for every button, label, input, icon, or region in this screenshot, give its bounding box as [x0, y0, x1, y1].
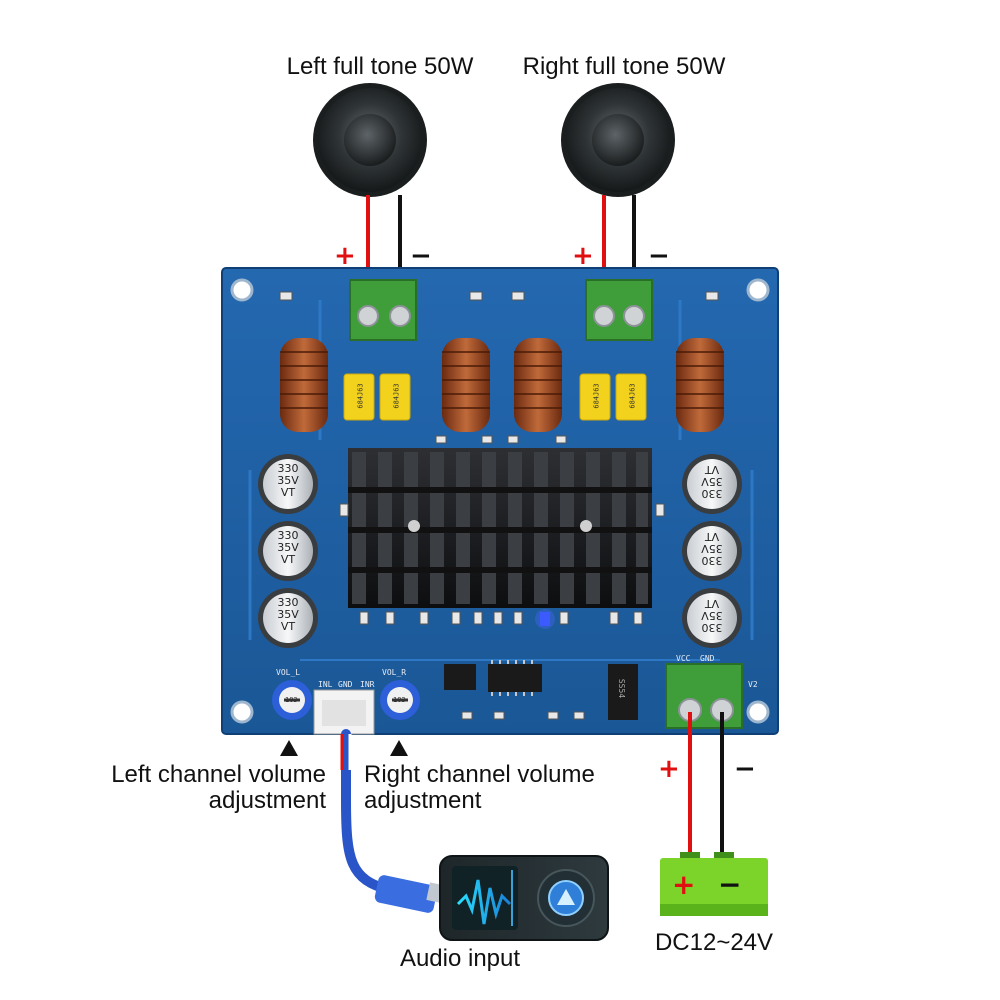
film-cap-label: 684J63: [356, 383, 365, 409]
right-volume-pointer-icon: [390, 740, 408, 756]
left-speaker-minus-sign: −: [410, 241, 432, 271]
integrated-circuits: [444, 660, 542, 696]
power-wires: [688, 712, 724, 858]
cap-label-voltage: 35V: [701, 609, 723, 622]
right-volume-label-line1: Right channel volume: [364, 761, 595, 788]
left-speaker-plus-sign: +: [334, 241, 356, 271]
inductors: [280, 338, 724, 432]
cap-label-voltage: 35V: [277, 474, 299, 487]
left-volume-label: Left channel volume adjustment: [70, 762, 326, 814]
left-volume-label-line2: adjustment: [208, 787, 326, 814]
battery-icon: [660, 852, 768, 916]
film-cap-label: 684J63: [392, 383, 401, 409]
battery-plus-sign: +: [672, 868, 696, 901]
pot-label-left: 103: [285, 696, 298, 704]
film-capacitors: [343, 373, 647, 421]
diode-label: SS54: [617, 678, 627, 699]
left-speaker-label: Left full tone 50W: [286, 53, 474, 80]
film-cap-label: 684J63: [628, 383, 637, 409]
vcc-silk: VCC: [676, 654, 691, 663]
cap-label-value: 330: [277, 462, 299, 475]
cap-label-voltage: 35V: [277, 608, 299, 621]
left-volume-pointer-icon: [280, 740, 298, 756]
audio-player-icon: [439, 855, 609, 941]
vol-l-silk: VOL_L: [276, 668, 301, 677]
pot-label-right: 103: [393, 696, 406, 704]
right-speaker-plus-sign: +: [572, 241, 594, 271]
output-terminal-left: [349, 279, 417, 341]
heatsink: [348, 448, 652, 608]
power-plus-sign: +: [658, 754, 680, 784]
gnd-silk: GND: [338, 680, 353, 689]
cap-label-code: VT: [704, 530, 720, 543]
cap-label-code: VT: [704, 597, 720, 610]
power-terminal: [665, 663, 743, 729]
film-cap-label: 684J63: [592, 383, 601, 409]
cap-label-code: VT: [704, 463, 720, 476]
cap-label-code: VT: [280, 486, 296, 499]
battery-minus-sign: −: [718, 868, 742, 901]
audio-input-connector: [313, 689, 375, 735]
power-supply-label: DC12~24V: [654, 929, 774, 956]
power-minus-sign: −: [734, 754, 756, 784]
cap-label-voltage: 35V: [701, 475, 723, 488]
smd-components: [279, 291, 719, 720]
schottky-diode: [608, 664, 638, 720]
cap-label-value: 330: [277, 529, 299, 542]
left-speaker: [313, 83, 427, 197]
cap-label-code: VT: [280, 620, 296, 633]
gnd-silk-power: GND: [700, 654, 715, 663]
cap-label-value: 330: [701, 487, 723, 500]
right-speaker-minus-sign: −: [648, 241, 670, 271]
inl-silk: INL: [318, 680, 333, 689]
cap-label-value: 330: [277, 596, 299, 609]
cap-label-voltage: 35V: [277, 541, 299, 554]
output-terminal-right: [585, 279, 653, 341]
cap-label-value: 330: [701, 554, 723, 567]
left-volume-label-line1: Left channel volume: [111, 761, 326, 788]
cap-label-code: VT: [280, 553, 296, 566]
right-volume-potentiometer: [380, 680, 420, 720]
right-speaker: [561, 83, 675, 197]
left-volume-potentiometer: [272, 680, 312, 720]
audio-input-label: Audio input: [399, 945, 521, 972]
right-speaker-label: Right full tone 50W: [522, 53, 726, 80]
electrolytic-capacitors: [258, 454, 742, 648]
vol-r-silk: VOL_R: [382, 668, 407, 677]
power-led: [540, 612, 550, 626]
cap-label-voltage: 35V: [701, 542, 723, 555]
right-volume-label: Right channel volume adjustment: [364, 762, 644, 814]
v2-silk: V2: [748, 680, 758, 689]
inr-silk: INR: [360, 680, 375, 689]
cap-label-value: 330: [701, 621, 723, 634]
right-volume-label-line2: adjustment: [364, 787, 482, 814]
